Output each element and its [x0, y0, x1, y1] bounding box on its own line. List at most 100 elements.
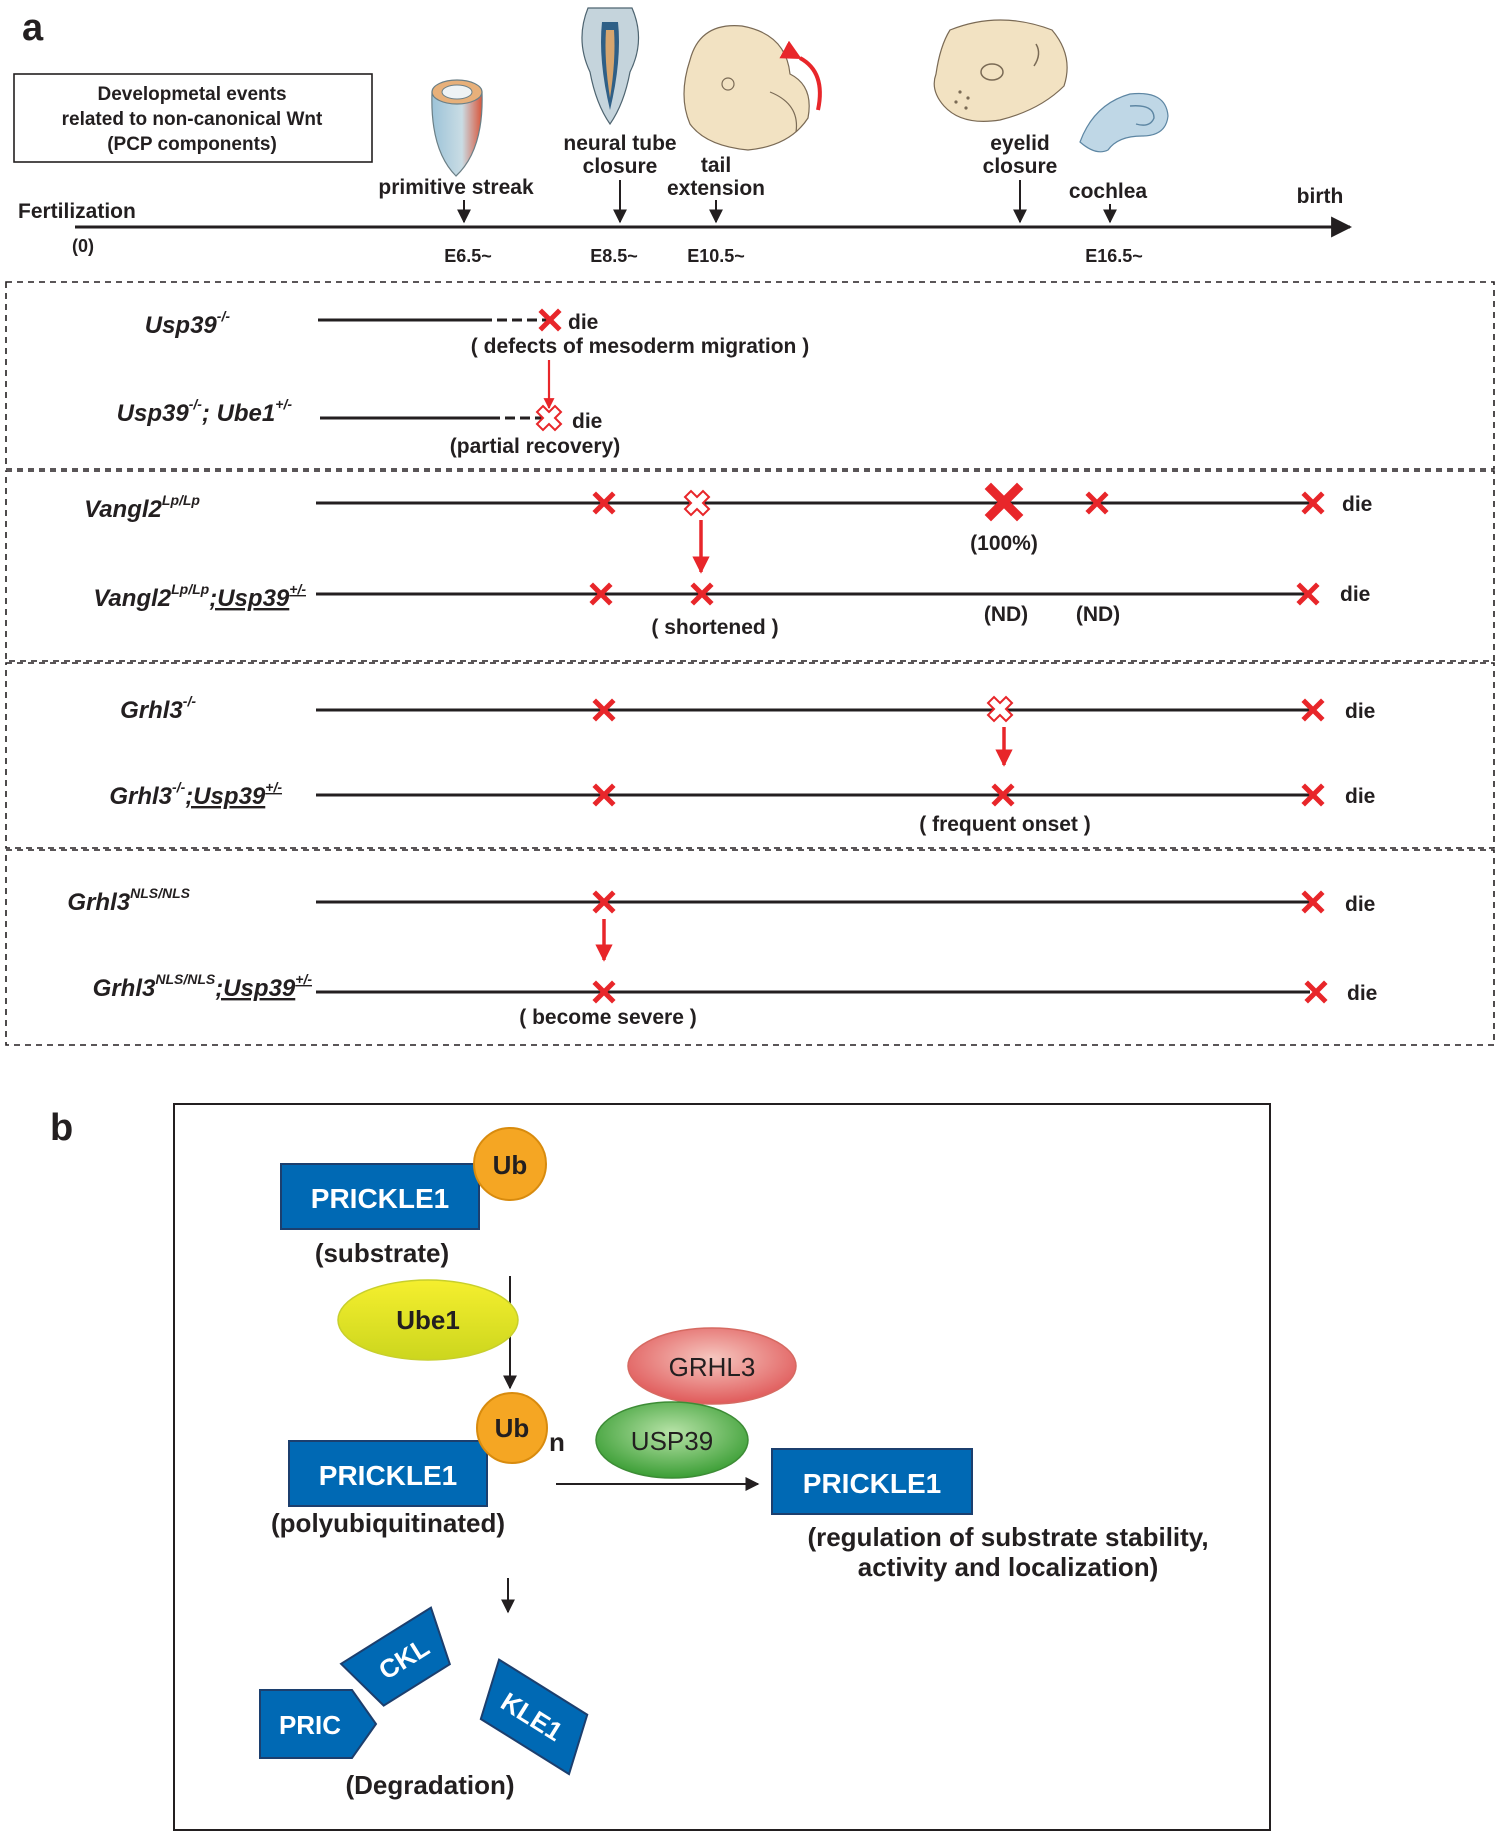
lethality-mark [1301, 783, 1325, 807]
row-usp39-null-ube1-het: Usp39-/-; Ube1+/- die (partial recovery) [117, 396, 621, 458]
lethality-mark [991, 783, 1015, 807]
group-frame-grhl3 [5, 662, 1495, 849]
legend-line-2: related to non-canonical Wnt [62, 109, 323, 130]
phenotype-note: ( frequent onset ) [919, 813, 1091, 836]
row-vangl2-lp: Vangl2Lp/Lp die (100%) [84, 482, 1372, 555]
legend-line-3: (PCP components) [107, 134, 277, 155]
lethality-mark [1301, 698, 1325, 722]
group-frame-usp39 [5, 281, 1495, 470]
ubiquitin-label: Ub [495, 1413, 530, 1443]
event-tail-extension: tail extension E10.5~ [667, 154, 765, 266]
event-stage: E16.5~ [1085, 246, 1143, 266]
protein-label: PRICKLE1 [311, 1183, 449, 1214]
row-grhl3-nls: Grhl3NLS/NLS die [67, 885, 1375, 916]
die-label: die [1345, 700, 1375, 723]
ube1-label: Ube1 [396, 1305, 460, 1335]
genotype-label: Grhl3-/-;Usp39+/- [109, 779, 282, 810]
genotype-label: Grhl3-/- [120, 693, 196, 724]
ubiquitin-label: Ub [493, 1150, 528, 1180]
lethality-mark [1304, 980, 1328, 1004]
stabilized-prickle1: PRICKLE1 (regulation of substrate stabil… [771, 1448, 1209, 1582]
substrate-prickle1: PRICKLE1 Ub (substrate) [280, 1127, 547, 1268]
fragment: KLE1 [479, 1658, 589, 1776]
genotype-label: Grhl3NLS/NLS [67, 885, 190, 916]
phenotype-note-nd: (ND) [984, 603, 1028, 626]
phenotype-note: ( defects of mesoderm migration ) [471, 335, 809, 358]
event-neural-tube-closure: neural tube closure E8.5~ [563, 132, 676, 266]
grhl3-usp39-complex: GRHL3 USP39 [595, 1327, 797, 1479]
phenotype-note: ( become severe ) [519, 1006, 696, 1029]
die-label: die [568, 311, 598, 334]
genotype-label: Usp39-/-; Ube1+/- [117, 396, 293, 427]
row-grhl3-null: Grhl3-/- die [120, 693, 1375, 724]
lethality-mark [690, 582, 714, 606]
die-label: die [1340, 583, 1370, 606]
event-label: primitive streak [378, 176, 534, 199]
row-grhl3-nls-usp39-het: Grhl3NLS/NLS;Usp39+/- die ( become sever… [93, 971, 1378, 1029]
eyelid-closure-head-illustration [933, 19, 1068, 122]
event-stage: E10.5~ [687, 246, 745, 266]
lethality-mark [592, 980, 616, 1004]
timeline-end-label: birth [1297, 185, 1344, 208]
legend-box: Developmetal events related to non-canon… [13, 73, 373, 163]
fragment-label: PRIC [279, 1710, 341, 1740]
genotype-label: Grhl3NLS/NLS;Usp39+/- [93, 971, 313, 1002]
strong-lethality-mark [984, 482, 1024, 522]
die-label: die [1345, 893, 1375, 916]
ube1-enzyme: Ube1 [337, 1279, 519, 1361]
polyubiquitinated-prickle1: PRICKLE1 Ub n (polyubiquitinated) [271, 1392, 565, 1538]
panel-a-label: a [22, 7, 44, 49]
protein-label: PRICKLE1 [803, 1468, 941, 1499]
phenotype-note: (partial recovery) [450, 435, 620, 458]
row-vangl2-lp-usp39-het: Vangl2Lp/Lp;Usp39+/- die ( shortened ) (… [93, 581, 1370, 639]
event-primitive-streak: primitive streak E6.5~ [378, 176, 534, 266]
degradation-caption: (Degradation) [346, 1770, 515, 1800]
row-usp39-null: Usp39-/- die ( defects of mesoderm migra… [145, 308, 809, 358]
cochlea-illustration [1079, 92, 1169, 153]
partial-lethality-mark [683, 489, 711, 517]
primitive-streak-embryo-illustration [431, 79, 483, 177]
event-label: extension [667, 177, 765, 200]
genotype-label: Usp39-/- [145, 308, 231, 339]
polyub-caption: (polyubiquitinated) [271, 1508, 505, 1538]
phenotype-note: (100%) [970, 532, 1038, 555]
genotype-label: Vangl2Lp/Lp [84, 492, 200, 523]
die-label: die [1345, 785, 1375, 808]
neural-tube-embryo-illustration [581, 7, 640, 126]
tail-extension-embryo-illustration [683, 25, 822, 151]
lethality-mark [1301, 491, 1325, 515]
usp39-label: USP39 [631, 1426, 713, 1456]
partial-lethality-mark [535, 404, 563, 432]
event-eyelid-closure: eyelid closure [983, 132, 1058, 224]
panel-b-frame [173, 1103, 1271, 1831]
lethality-mark [1085, 491, 1109, 515]
ubiquitin-tag [473, 1127, 547, 1201]
lethality-mark [592, 890, 616, 914]
event-cochlea: cochlea E16.5~ [1069, 180, 1148, 266]
partial-lethality-mark [986, 695, 1014, 723]
event-label: tail [701, 154, 731, 177]
event-label: eyelid [990, 132, 1050, 155]
degraded-fragments: PRIC CKL KLE1 (Degradation) [259, 1606, 589, 1800]
event-label: closure [583, 155, 658, 178]
ubiquitin-count: n [549, 1427, 565, 1457]
substrate-caption: (substrate) [315, 1238, 449, 1268]
lethality-mark [589, 582, 613, 606]
die-label: die [1347, 982, 1377, 1005]
event-label: cochlea [1069, 180, 1148, 203]
event-label: closure [983, 155, 1058, 178]
lethality-mark [592, 698, 616, 722]
fragment: PRIC [259, 1689, 378, 1759]
genotype-label: Vangl2Lp/Lp;Usp39+/- [93, 581, 306, 612]
group-frame-vangl2 [5, 470, 1495, 662]
die-label: die [572, 410, 602, 433]
lethality-mark [538, 308, 562, 332]
event-stage: E8.5~ [590, 246, 638, 266]
timeline-zero-label: (0) [72, 236, 94, 256]
protein-label: PRICKLE1 [319, 1460, 457, 1491]
product-caption-line-2: activity and localization) [858, 1552, 1159, 1582]
grhl3-label: GRHL3 [669, 1352, 756, 1382]
product-caption-line-1: (regulation of substrate stability, [807, 1522, 1208, 1552]
legend-line-1: Developmetal events [97, 84, 286, 105]
